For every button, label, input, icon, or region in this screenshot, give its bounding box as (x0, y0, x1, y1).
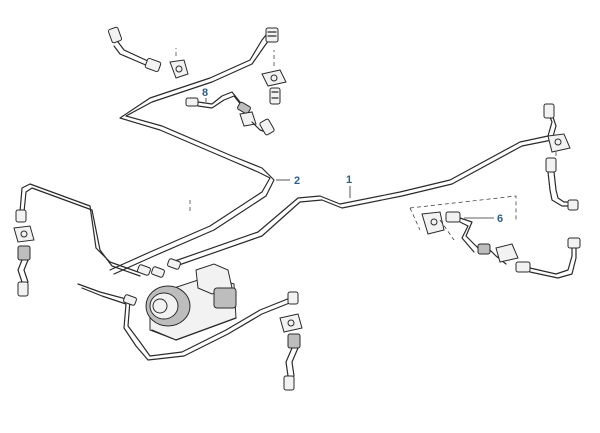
front-right-upper-union (265, 27, 279, 43)
front-left-flex-hose (13, 209, 35, 297)
callout-8: 8 (202, 87, 208, 102)
abs-hydraulic-unit (145, 263, 237, 341)
callout-label-8: 8 (202, 87, 208, 99)
master-cylinder-unions (123, 258, 181, 306)
hose-bracket-upper-right (261, 50, 287, 87)
front-left-brake-pipe (19, 183, 141, 277)
callout-label-2: 2 (294, 175, 300, 187)
hose-bracket-upper-left (169, 48, 189, 79)
hose-assembly-8 (185, 91, 275, 136)
callout-2: 2 (276, 175, 300, 187)
main-brake-pipe-1 (171, 111, 557, 267)
callout-1: 1 (346, 174, 352, 198)
front-right-lower-flex-hose (279, 291, 303, 391)
rear-right-upper-union (543, 103, 571, 153)
dashed-guides (189, 150, 557, 241)
lower-left-brake-pipe (77, 283, 293, 361)
front-brake-pipe-2 (109, 29, 275, 275)
callout-6: 6 (464, 213, 503, 225)
callout-label-1: 1 (346, 174, 352, 186)
callout-label-6: 6 (497, 213, 503, 225)
front-left-upper-hose (107, 26, 162, 73)
rear-right-flex-hose (545, 157, 579, 211)
rear-axle-pipe-group-6 (409, 195, 581, 279)
front-right-flex-hose (269, 87, 281, 105)
